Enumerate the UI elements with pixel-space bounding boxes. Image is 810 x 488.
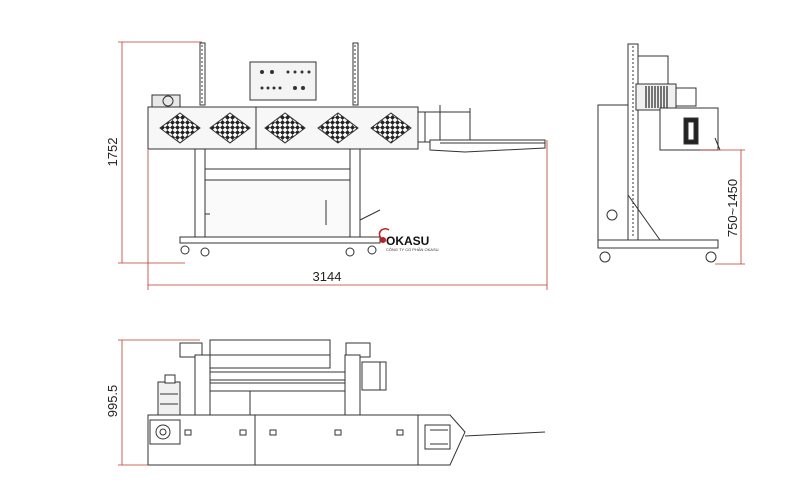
dimension-length: 3144 bbox=[313, 269, 342, 284]
side-dimensions bbox=[700, 149, 745, 265]
side-motor bbox=[635, 83, 677, 111]
front-view bbox=[147, 42, 546, 257]
dimension-height: 1752 bbox=[105, 138, 120, 167]
top-dimensions bbox=[118, 339, 200, 466]
dimension-work-height: 750~1450 bbox=[725, 179, 740, 237]
top-motor bbox=[157, 381, 181, 417]
dimension-width: 995.5 bbox=[105, 385, 120, 418]
control-box bbox=[249, 61, 317, 101]
top-conveyor bbox=[147, 414, 419, 466]
front-dimensions bbox=[118, 41, 548, 290]
top-view bbox=[147, 339, 546, 466]
brand-tagline: CÔNG TY CỔ PHẦN OKASU bbox=[386, 247, 439, 252]
brand-name: OKASU bbox=[386, 234, 429, 248]
brand-logo bbox=[378, 227, 390, 243]
side-view bbox=[597, 43, 721, 263]
